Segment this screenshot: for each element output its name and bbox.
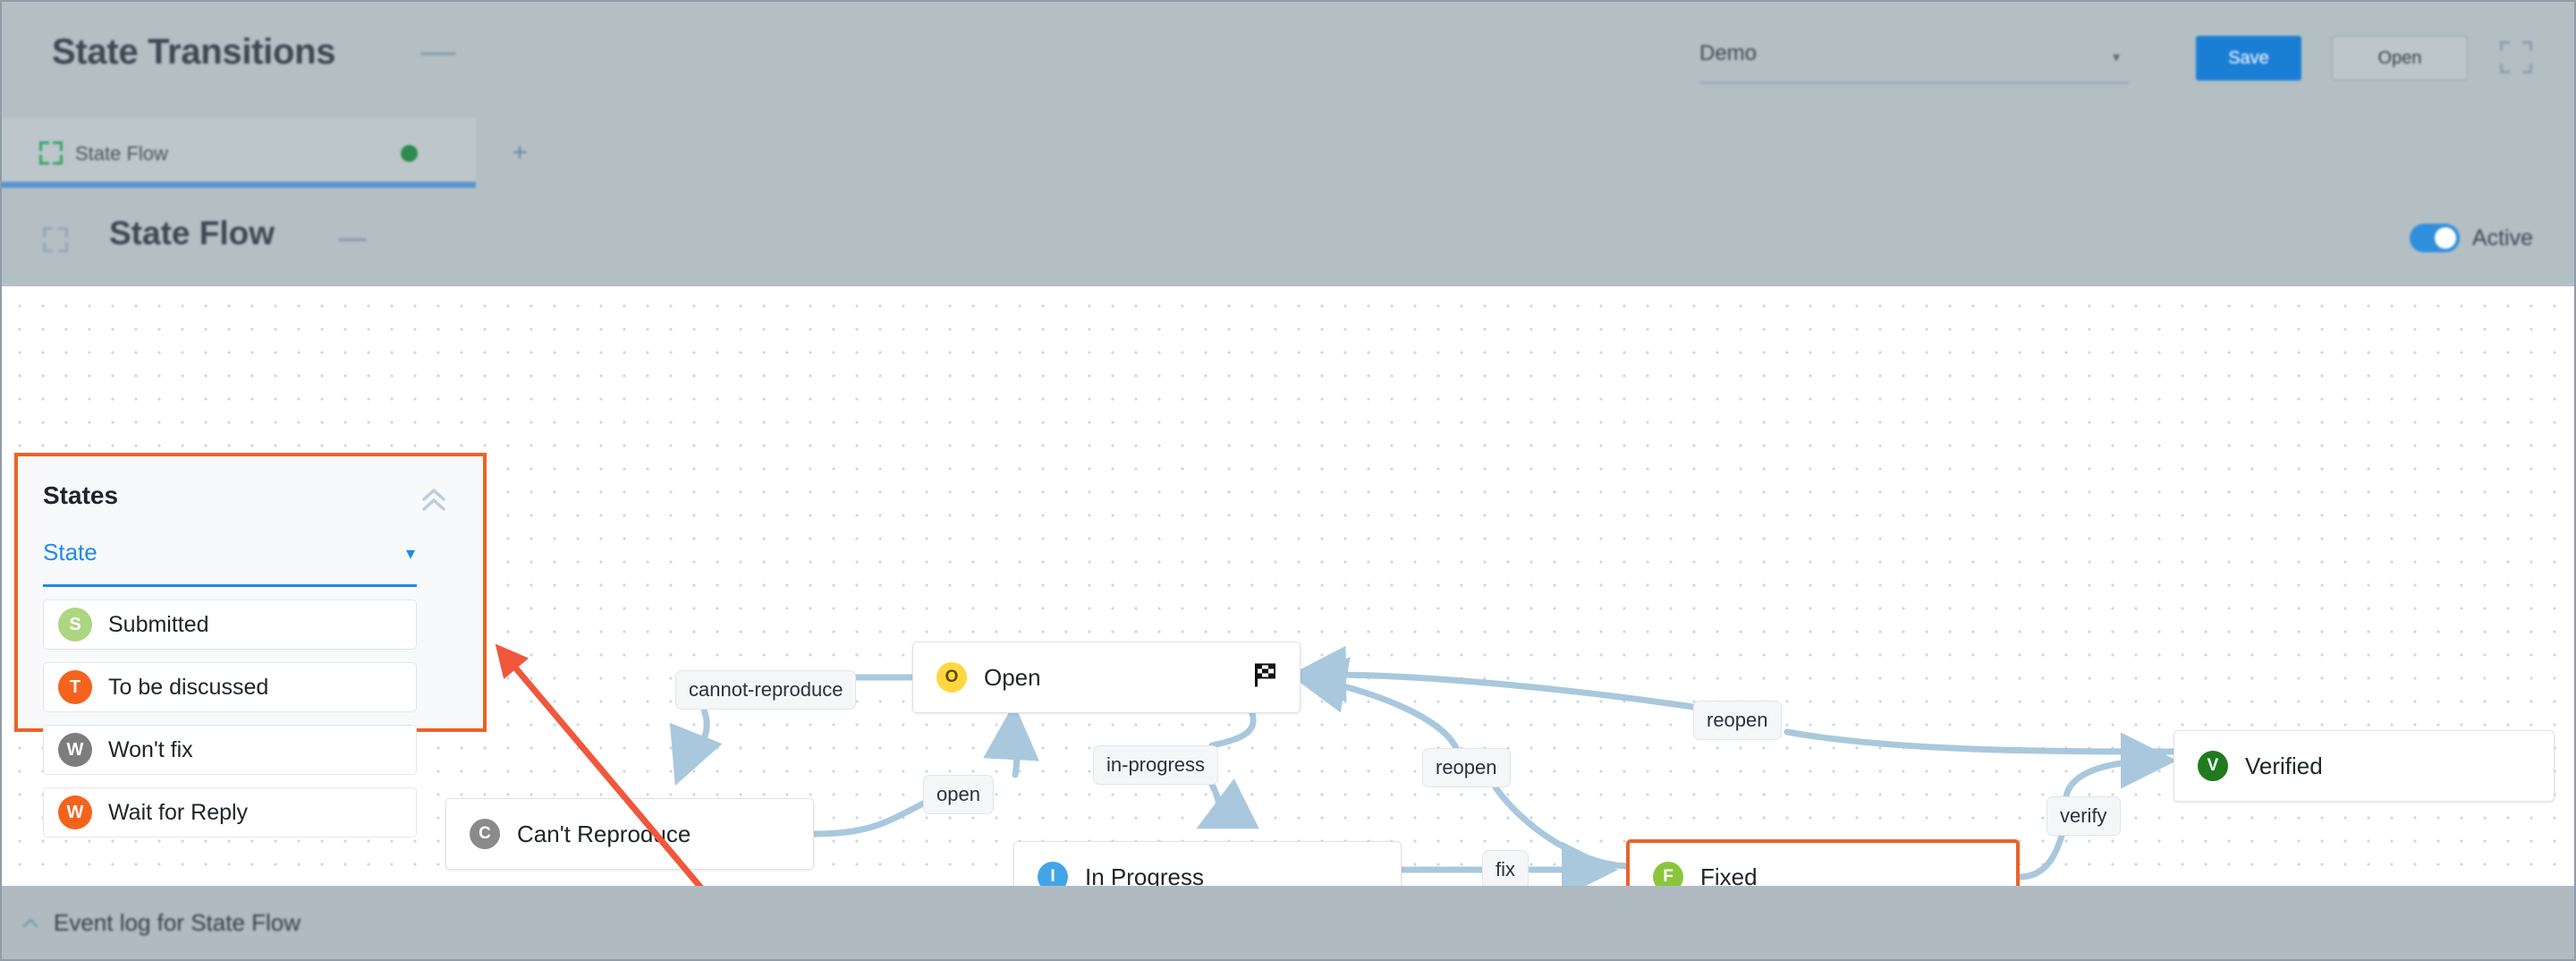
event-log-bar[interactable]: Event log for State Flow	[0, 886, 2576, 961]
state-badge-icon: F	[1653, 862, 1683, 886]
edge-label-fix[interactable]: fix	[1482, 850, 1529, 886]
edge-label-cannot-reproduce[interactable]: cannot-reproduce	[675, 670, 857, 710]
tab-state-flow[interactable]: State Flow	[0, 118, 476, 188]
project-select[interactable]: Demo ▾	[1699, 36, 2129, 84]
edge-label-in-progress[interactable]: in-progress	[1093, 745, 1219, 785]
state-badge-icon: I	[1038, 862, 1068, 886]
flow-header: State Flow Active	[0, 188, 2576, 286]
state-node-label: In Progress	[1085, 863, 1204, 887]
state-node-label: Verified	[2245, 752, 2323, 779]
save-button[interactable]: Save	[2196, 36, 2301, 81]
state-node-fixed[interactable]: F Fixed	[1626, 839, 2020, 886]
open-dropdown-button[interactable]: Open	[2332, 36, 2468, 81]
state-badge-icon: W	[58, 795, 92, 829]
state-select-underline	[43, 584, 417, 587]
state-badge-icon: C	[470, 819, 500, 849]
flow-title-subtext	[338, 238, 367, 242]
toggle-switch[interactable]	[2409, 224, 2460, 252]
chevron-double-up-icon[interactable]	[419, 485, 449, 515]
edge-label-reopen-right[interactable]: reopen	[1693, 701, 1782, 740]
chevron-down-icon: ▾	[2112, 50, 2120, 65]
project-select-value: Demo	[1699, 41, 1758, 65]
flow-title: State Flow	[109, 215, 275, 251]
state-node-label: Can't Reproduce	[517, 820, 691, 847]
state-badge-icon: O	[936, 662, 967, 693]
state-node-verified[interactable]: V Verified	[2174, 730, 2555, 802]
plus-icon: +	[512, 138, 528, 167]
active-dot-icon	[401, 145, 418, 162]
chevron-up-icon[interactable]	[21, 914, 39, 932]
state-node-open[interactable]: O Open	[912, 642, 1301, 713]
state-item-label: Wait for Reply	[108, 799, 249, 825]
event-log-label: Event log for State Flow	[54, 909, 301, 936]
edge-label-open[interactable]: open	[923, 775, 994, 814]
state-list-item[interactable]: W Wait for Reply	[43, 787, 417, 838]
state-item-label: To be discussed	[108, 674, 269, 700]
state-item-label: Submitted	[108, 611, 209, 637]
state-list-item[interactable]: T To be discussed	[43, 662, 417, 712]
state-item-label: Won't fix	[108, 736, 193, 762]
project-select-underline	[1699, 81, 2129, 84]
state-list-item[interactable]: W Won't fix	[43, 725, 417, 775]
state-badge-icon: T	[58, 670, 92, 704]
add-tab-button[interactable]: +	[476, 118, 565, 188]
fullscreen-icon[interactable]	[2500, 41, 2532, 73]
state-node-label: Open	[984, 663, 1041, 691]
state-node-in-progress[interactable]: I In Progress	[1013, 841, 1402, 886]
state-badge-icon: W	[58, 733, 92, 767]
edge-label-reopen-left[interactable]: reopen	[1422, 748, 1511, 787]
state-node-label: Fixed	[1700, 863, 1758, 887]
page-title-subtext	[420, 52, 456, 55]
diagram-edges	[670, 645, 2177, 886]
tab-label: State Flow	[75, 142, 168, 165]
state-select-value: State	[43, 539, 97, 566]
checkered-flag-icon	[1253, 662, 1280, 693]
page-title: State Transitions	[52, 32, 336, 72]
active-toggle-label: Active	[2471, 225, 2533, 251]
chevron-down-icon: ▾	[405, 544, 415, 564]
app-chrome: State Transitions Demo ▾ Save Open State…	[0, 0, 2576, 286]
tab-strip: State Flow +	[0, 118, 2576, 188]
state-select[interactable]: State ▾	[43, 539, 417, 587]
state-badge-icon: S	[58, 608, 92, 642]
flow-icon	[43, 227, 68, 252]
active-toggle[interactable]: Active	[2409, 222, 2533, 254]
state-badge-icon: V	[2198, 751, 2228, 781]
states-panel-title: States	[43, 481, 119, 509]
state-list-item[interactable]: S Submitted	[43, 600, 417, 650]
flow-icon	[39, 141, 63, 165]
edge-label-verify[interactable]: verify	[2046, 796, 2121, 836]
title-bar: State Transitions Demo ▾ Save Open	[0, 0, 2576, 118]
state-node-cant-repro[interactable]: C Can't Reproduce	[445, 798, 814, 870]
